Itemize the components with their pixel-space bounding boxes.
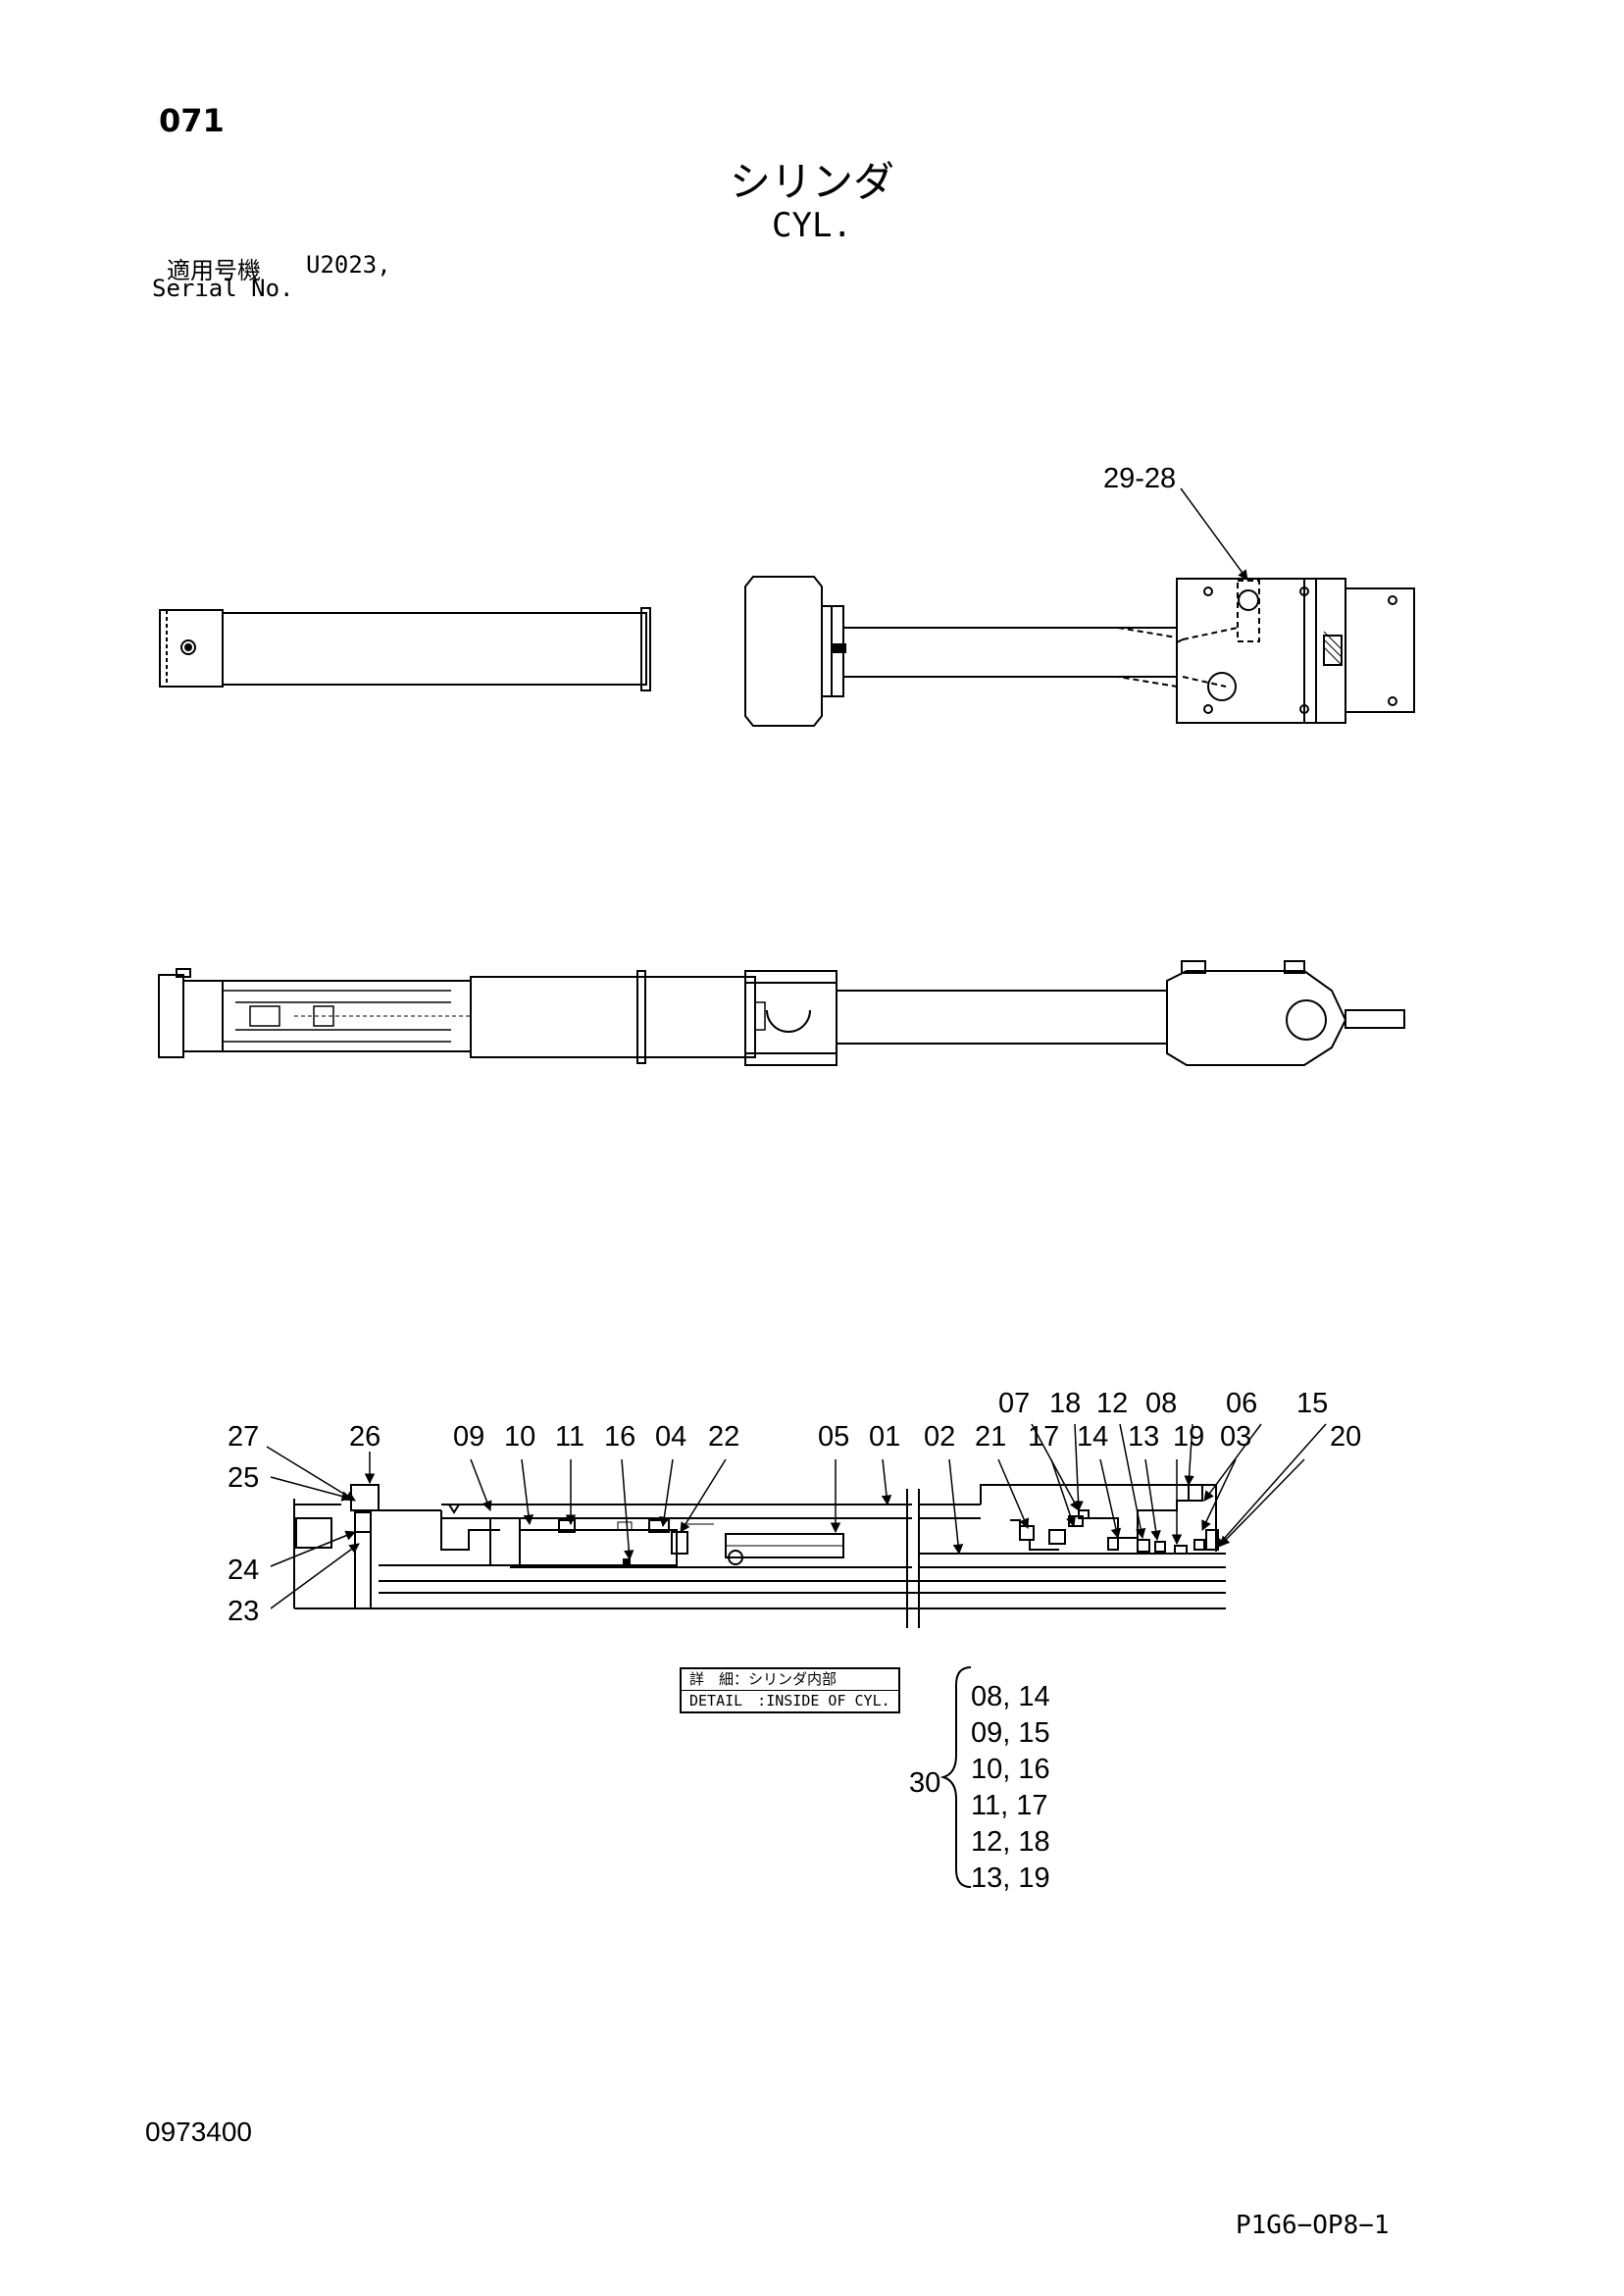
kit-item: 12, 18: [971, 1826, 1050, 1858]
cylinder-top-view: [159, 487, 1415, 727]
detail-leaders: [266, 1423, 1327, 1609]
kit-brace: [939, 1666, 972, 1888]
callout-14: 14: [1077, 1421, 1108, 1453]
callout-27: 27: [228, 1421, 259, 1453]
callout-08: 08: [1145, 1388, 1177, 1419]
callout-10: 10: [504, 1421, 535, 1453]
page-code: P1G6−OP8−1: [1236, 2211, 1390, 2240]
cylinder-side-view: [158, 960, 1405, 1066]
detail-caption-japanese: 詳 細：シリンダ内部: [682, 1669, 898, 1691]
callout-21: 21: [975, 1421, 1006, 1453]
kit-number: 30: [909, 1767, 941, 1799]
serial-value: U2023,: [306, 251, 391, 279]
kit-item: 10, 16: [971, 1754, 1050, 1785]
callout-12: 12: [1096, 1388, 1128, 1419]
callout-06: 06: [1226, 1388, 1257, 1419]
callout-26: 26: [349, 1421, 381, 1453]
callout-05: 05: [818, 1421, 849, 1453]
callout-23: 23: [228, 1596, 259, 1627]
page-number: 071: [159, 102, 225, 139]
serial-label-japanese: 適用号機: [167, 257, 261, 284]
callout-29-28: 29-28: [1103, 463, 1176, 494]
detail-caption-english: DETAIL :INSIDE OF CYL.: [689, 1692, 890, 1709]
callout-22: 22: [708, 1421, 739, 1453]
callout-13: 13: [1128, 1421, 1159, 1453]
callout-17: 17: [1028, 1421, 1059, 1453]
kit-items: 08, 14 09, 15 10, 16 11, 17 12, 18 13, 1…: [971, 1679, 1050, 1897]
callout-09: 09: [453, 1421, 484, 1453]
cylinder-detail-section: [293, 1484, 1226, 1628]
serial-label-english: Serial No.: [152, 275, 294, 302]
kit-item: 09, 15: [971, 1717, 1050, 1749]
callout-19: 19: [1173, 1421, 1204, 1453]
kit-item: 11, 17: [971, 1790, 1048, 1821]
callout-18: 18: [1049, 1388, 1081, 1419]
callout-25: 25: [228, 1462, 259, 1494]
callout-16: 16: [604, 1421, 635, 1453]
callout-03: 03: [1220, 1421, 1251, 1453]
callout-01: 01: [869, 1421, 900, 1453]
callout-15: 15: [1296, 1388, 1328, 1419]
detail-caption: 詳 細：シリンダ内部 DETAIL :INSIDE OF CYL.: [680, 1667, 900, 1713]
title-english: CYL.: [772, 206, 852, 245]
callout-07: 07: [998, 1388, 1030, 1419]
callout-02: 02: [924, 1421, 955, 1453]
callout-20: 20: [1330, 1421, 1361, 1453]
title-japanese: シリンダ: [729, 158, 894, 206]
kit-item: 13, 19: [971, 1862, 1050, 1894]
callout-11: 11: [555, 1421, 584, 1453]
callout-24: 24: [228, 1555, 259, 1586]
kit-item: 08, 14: [971, 1681, 1050, 1712]
document-number: 0973400: [145, 2117, 253, 2147]
callout-04: 04: [655, 1421, 686, 1453]
